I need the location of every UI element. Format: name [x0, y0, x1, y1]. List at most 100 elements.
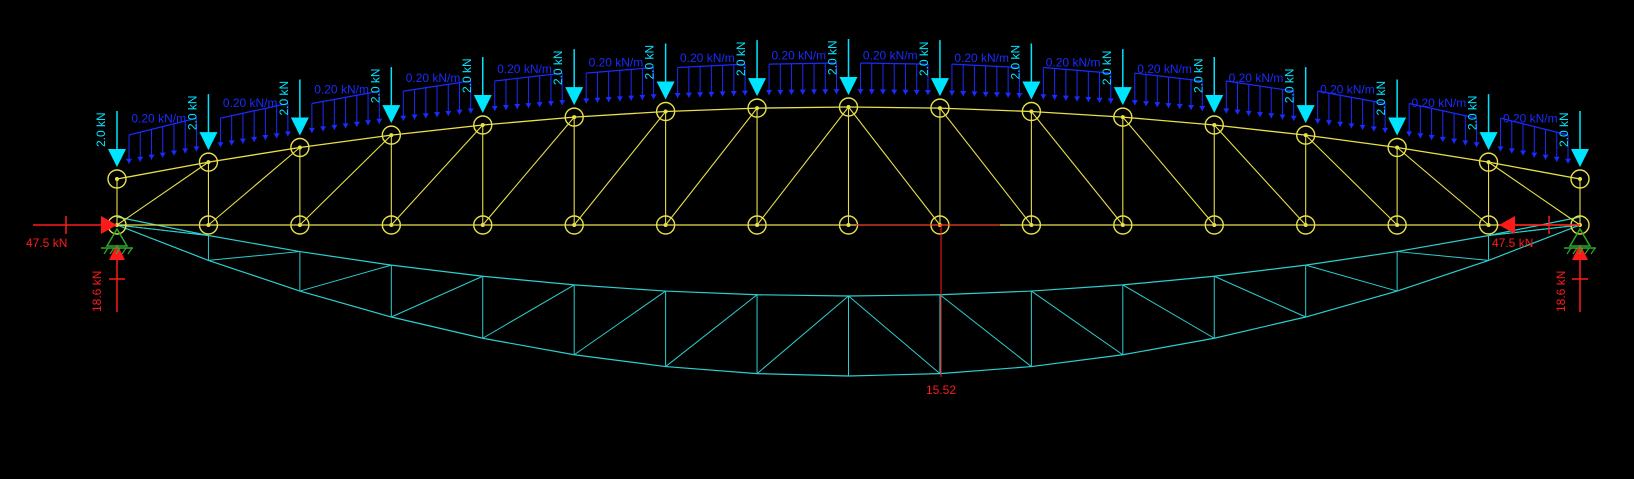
distributed-load-label: 0.20 kN/m: [1320, 82, 1375, 96]
point-load-label: 2.0 kN: [734, 41, 748, 76]
deformed-end-link: [116, 224, 209, 237]
node-dot: [755, 223, 760, 227]
top-chord-member: [1122, 116, 1215, 126]
distributed-load-arrowhead: [1348, 123, 1355, 129]
node-dot: [1212, 123, 1217, 127]
down-arrow-icon: [656, 81, 675, 100]
distributed-load-arrowhead: [857, 89, 864, 95]
distributed-load-arrowhead: [126, 158, 132, 164]
deformed-top-chord: [574, 284, 666, 292]
point-load-label: 2.0 kN: [1100, 50, 1114, 85]
top-chord-member: [1397, 146, 1489, 163]
down-arrow-icon: [1571, 149, 1589, 167]
distributed-load-label: 0.20 kN/m: [406, 71, 461, 85]
distributed-load-arrowhead: [547, 101, 554, 107]
deformed-top-chord: [482, 275, 575, 286]
down-arrow-icon: [1022, 81, 1041, 100]
distributed-load-arrowhead: [228, 140, 235, 146]
node-circle-icon: [1204, 115, 1224, 135]
distributed-load-arrowhead: [799, 89, 806, 95]
down-arrow-icon: [1296, 105, 1315, 124]
diagonal-member: [756, 106, 849, 226]
pin-support-icon: [1564, 227, 1596, 255]
distributed-load-arrowhead: [284, 131, 291, 137]
deformed-top-chord: [1305, 250, 1398, 266]
distributed-load-arrowhead: [193, 146, 200, 152]
node-dot: [1120, 115, 1125, 120]
distributed-load-arrowhead: [730, 90, 737, 96]
distributed-load-arrowhead: [308, 127, 315, 133]
deformed-diagonal: [299, 264, 392, 292]
node-dot: [480, 123, 485, 127]
distributed-load-arrowhead: [320, 126, 327, 132]
distributed-load-layer: [126, 62, 1571, 164]
node-dot: [297, 223, 302, 227]
deformed-diagonal: [1397, 251, 1489, 261]
point-load-label: 2.0 kN: [1466, 95, 1480, 130]
node-circle-icon: [1295, 125, 1316, 145]
deformed-top-chord: [208, 234, 300, 253]
point-load-label: 2.0 kN: [643, 45, 657, 80]
distributed-load-arrowhead: [342, 123, 349, 129]
deformed-diagonal: [391, 275, 483, 318]
node-circle-icon: [381, 125, 402, 145]
distributed-load-arrowhead: [1497, 146, 1504, 152]
deformed-diagonal: [848, 295, 941, 375]
diagonal-member: [482, 116, 575, 226]
distributed-load-arrowhead: [1439, 136, 1446, 142]
distributed-load-arrowhead: [697, 92, 704, 98]
distributed-load-arrowhead: [1199, 105, 1206, 111]
deformed-top-chord: [299, 250, 392, 266]
distributed-load-arrowhead: [400, 115, 407, 121]
node-circle-icon: [655, 215, 676, 235]
distributed-load-arrowhead: [262, 135, 269, 141]
down-arrow-icon: [108, 149, 126, 167]
distributed-load-arrowhead: [217, 142, 224, 148]
distributed-load-arrowhead: [1370, 126, 1377, 132]
down-arrow-icon: [1113, 87, 1132, 106]
top-chord-member: [299, 134, 392, 149]
node-dot: [206, 160, 211, 165]
distributed-load-label: 0.20 kN/m: [1137, 62, 1192, 76]
deformed-top-chord: [1031, 284, 1123, 292]
top-chord-member: [939, 107, 1032, 113]
node-circle-icon: [107, 169, 127, 189]
deformed-bottom-chord: [116, 224, 209, 261]
distributed-load-arrowhead: [159, 152, 166, 158]
distributed-load-arrowhead: [525, 103, 532, 109]
distributed-load-arrowhead: [1417, 133, 1424, 139]
distributed-load-arrowhead: [502, 104, 509, 110]
top-chord-member: [665, 107, 758, 113]
deformed-top-chord: [757, 294, 849, 297]
distributed-load-arrowhead: [960, 90, 967, 96]
down-arrow-icon: [382, 105, 401, 124]
diagonal-member: [1122, 116, 1215, 226]
node-circle-icon: [838, 97, 859, 117]
distributed-load-arrowhead: [913, 89, 920, 95]
node-circle-icon: [473, 215, 493, 235]
deformed-bottom-chord: [482, 337, 575, 356]
max-deflection-label: 15.52: [926, 383, 956, 397]
node-dot: [1212, 223, 1217, 227]
distributed-load-arrowhead: [467, 108, 474, 114]
node-dot: [572, 115, 577, 120]
distributed-load-arrowhead: [685, 92, 692, 98]
distributed-load-arrowhead: [948, 90, 955, 96]
node-dot: [1395, 145, 1400, 150]
distributed-load-arrowhead: [650, 94, 657, 100]
distributed-load-arrowhead: [993, 92, 1000, 98]
distributed-load-arrowhead: [1154, 102, 1161, 108]
down-arrow-icon: [473, 95, 492, 113]
distributed-load-label: 0.20 kN/m: [1229, 71, 1284, 85]
node-circle-icon: [1387, 137, 1407, 158]
distributed-load-label: 0.20 kN/m: [314, 82, 369, 96]
node-circle-icon: [1478, 152, 1499, 172]
deformed-diagonal: [1305, 264, 1398, 292]
point-load-label: 2.0 kN: [460, 58, 474, 93]
deformed-diagonal: [1214, 275, 1306, 318]
distributed-load-arrowhead: [365, 120, 372, 126]
down-arrow-icon: [839, 77, 858, 95]
deformed-bottom-chord: [208, 259, 301, 292]
deformed-bottom-chord: [299, 290, 392, 318]
distributed-load-arrowhead: [536, 102, 543, 108]
